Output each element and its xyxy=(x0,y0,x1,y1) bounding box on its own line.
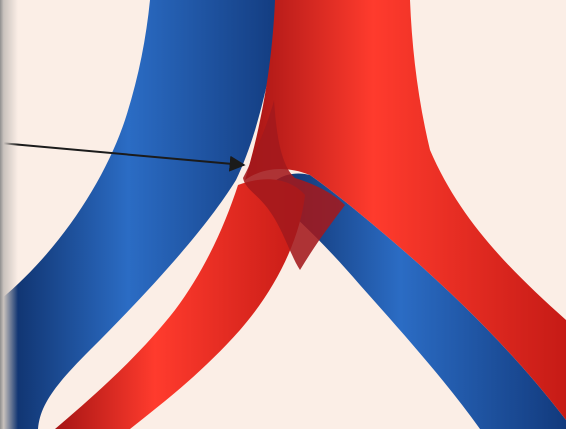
left-edge-shadow xyxy=(0,0,18,429)
